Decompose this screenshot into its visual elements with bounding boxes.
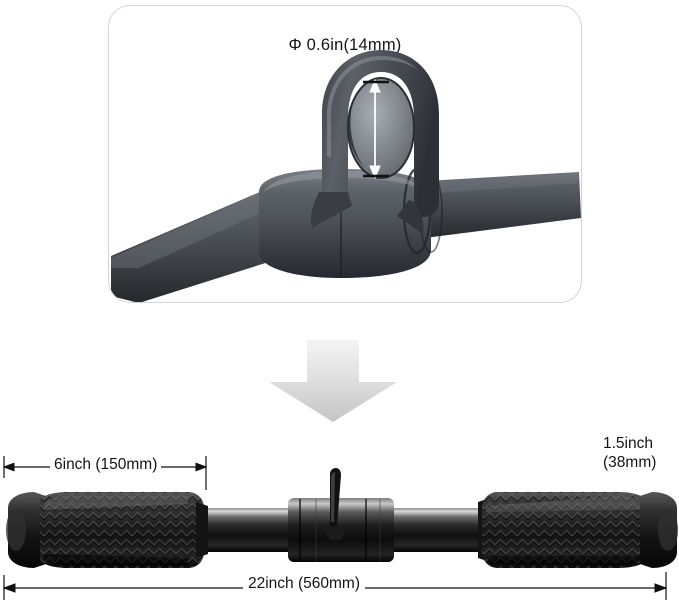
detail-panel: Φ 0.6in(14mm) bbox=[108, 5, 582, 303]
down-arrow-icon bbox=[269, 340, 397, 422]
dimension-label-grip-diameter-line2: (38mm) bbox=[603, 454, 657, 471]
grip-right bbox=[478, 492, 678, 568]
grip-left bbox=[6, 492, 208, 568]
detail-caption-label: Φ 0.6in(14mm) bbox=[288, 36, 402, 54]
detail-illustration bbox=[111, 50, 581, 302]
dimension-label-grip-diameter-line1: 1.5inch bbox=[603, 435, 653, 452]
bar-shaft-right bbox=[409, 172, 581, 240]
bar-shaft-left bbox=[111, 188, 294, 302]
dimension-label-grip-diameter: 1.5inch (38mm) bbox=[603, 434, 657, 472]
d-ring-tab bbox=[322, 468, 348, 540]
dimension-label-grip-length: 6inch (150mm) bbox=[50, 456, 162, 474]
dimension-label-total-length: 22inch (560mm) bbox=[243, 575, 365, 593]
ring-hole-diameter-arrow bbox=[363, 78, 389, 180]
d-ring-loop bbox=[310, 50, 439, 234]
product-dimension-diagram bbox=[2, 456, 678, 600]
